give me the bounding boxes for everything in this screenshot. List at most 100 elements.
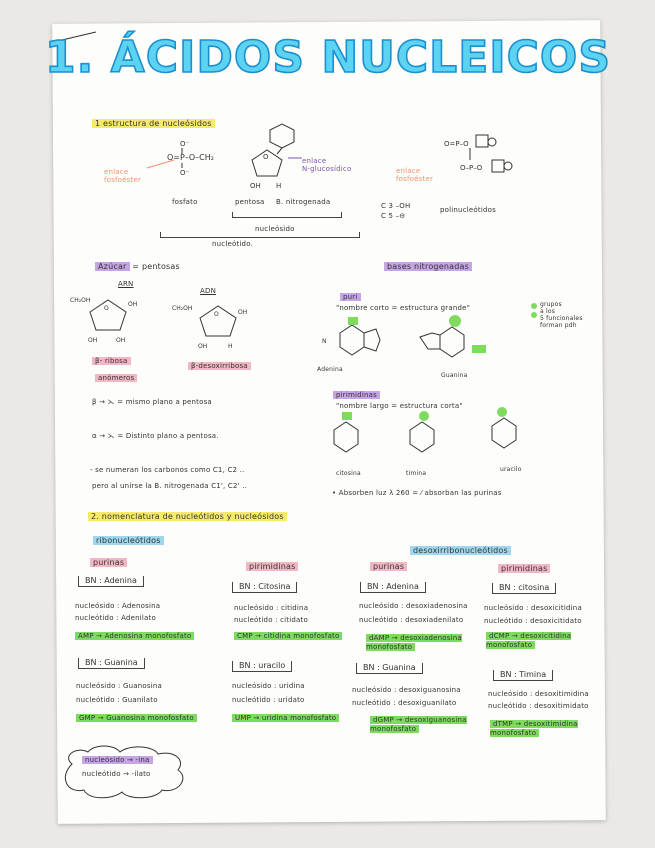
ribonucleotidos-text: ribonucleótidos (93, 536, 164, 545)
nucleosido-label: nucleósido (255, 225, 295, 233)
svg-text:CH₂OH: CH₂OH (70, 297, 90, 304)
desoxirribo-label: desoxirribonucleótidos (410, 546, 511, 555)
uracilo-box: BN : uracilo (232, 661, 293, 672)
fosfato-label: fosfato (172, 198, 198, 206)
desoxirribo-text: desoxirribonucleótidos (410, 546, 511, 555)
citosina-s: nucleósido : citidina (234, 604, 309, 612)
citosina-m-text: CMP → citidina monofosfato (234, 632, 343, 640)
guanina-box: BN : Guanina (78, 658, 145, 669)
section1-heading-text: 1 estructura de nucleósidos (92, 119, 215, 128)
glycosidic-bond-label: enlace N-glucosídico (302, 157, 352, 173)
alfa-anomer-line: α → ⋋ = Distinto plano a pentosa. (92, 432, 219, 440)
bases-heading: bases nitrogenadas (384, 262, 472, 271)
svg-text:O=P–O–CH₂: O=P–O–CH₂ (167, 153, 214, 162)
polinucleotidos-label: polinucleótidos (440, 206, 496, 214)
uracilo-m-text: UMP → uridina monofosfato (232, 714, 340, 722)
guanina-m: GMP → Guanosina monofosfato (76, 714, 197, 722)
ester-bond-label: enlace fosfoéster (104, 168, 142, 184)
numbering-note-1: - se numeran los carbonos como C1, C2 .. (90, 466, 245, 474)
uracilo-t: nucleótido : uridato (232, 696, 305, 704)
svg-text:OH: OH (198, 343, 207, 350)
pirimidinas2-text: pirimidinas (498, 564, 551, 573)
arn-label: ARN (118, 280, 134, 288)
ribonucleotidos-label: ribonucleótidos (93, 536, 164, 545)
section3-heading: 2. nomenclatura de nucleótidos y nucleós… (88, 512, 287, 521)
anomeros-text: anómeros (95, 374, 138, 382)
pirimidinas-quote: "nombre largo = estructura corta" (336, 402, 463, 410)
pencil-mark (61, 31, 97, 41)
adenina-m: AMP → Adenosina monofosfato (75, 632, 195, 640)
dguanina-box: BN : Guanina (356, 663, 423, 674)
absorb-note: • Absorben luz λ 260 = ⁄ absorban las pu… (332, 489, 502, 497)
azucar-row: Azúcar = pentosas (95, 262, 180, 271)
base-label: B. nitrogenada (276, 198, 331, 206)
cloud-outline (64, 745, 184, 799)
pentosas-label: = pentosas (132, 262, 180, 271)
pirimidinas-label: pirimidinas (333, 391, 380, 399)
svg-text:OH: OH (116, 337, 125, 344)
c5-label: C 5 –⊖ (381, 212, 406, 220)
nucleoside-bracket (232, 212, 342, 218)
dcitosina-box: BN : citosina (492, 583, 557, 594)
dadenina-t: nucleótido : desoxiadenilato (359, 616, 464, 624)
green-dots (531, 303, 537, 318)
pyrimidine-structures (333, 407, 517, 453)
adenina-s: nucleósido : Adenosina (75, 602, 161, 610)
section1-heading: 1 estructura de nucleósidos (92, 119, 215, 128)
timina-m: dTMP → desoxitimidina monofosfato (490, 720, 594, 738)
dcitosina-m: dCMP → desoxicitidina monofosfato (486, 632, 590, 650)
purinas2-label: purinas (370, 562, 408, 571)
nucleotido-label: nucleótido. (212, 240, 253, 248)
svg-text:O⁻: O⁻ (180, 140, 190, 148)
svg-text:O=P–O: O=P–O (444, 140, 469, 148)
dcitosina-m-text: dCMP → desoxicitidina monofosfato (486, 632, 572, 649)
pirimidinas1-text: pirimidinas (246, 562, 299, 571)
puri-label: puri (340, 293, 361, 301)
adenina-m-text: AMP → Adenosina monofosfato (75, 632, 195, 640)
adenina-t: nucleótido : Adenilato (75, 614, 156, 622)
svg-text:O⁻: O⁻ (180, 169, 190, 177)
rule-nucleosido: nucleósido → -ina (82, 756, 153, 764)
guanina-m-text: GMP → Guanosina monofosfato (76, 714, 197, 722)
rule-nucleosido-text: nucleósido → -ina (82, 756, 153, 764)
dcitosina-t: nucleótido : desoxicitidato (484, 617, 582, 625)
svg-text:OH: OH (88, 337, 97, 344)
title-text: ÁCIDOS NUCLEICOS (110, 31, 612, 84)
guanina-label: Guanina (441, 372, 468, 379)
citosina-t: nucleótido : citidato (234, 616, 308, 624)
timina-m-text: dTMP → desoxitimidina monofosfato (490, 720, 578, 737)
title-number: 1. (44, 31, 95, 84)
svg-text:O: O (104, 305, 109, 312)
svg-text:OH: OH (238, 309, 247, 316)
svg-text:N: N (322, 338, 327, 345)
svg-text:H: H (228, 343, 233, 350)
svg-text:O–P–O: O–P–O (460, 164, 483, 172)
c3-label: C 3 –OH (381, 202, 411, 210)
dadenina-m-text: dAMP → desoxiadenosina monofosfato (366, 634, 462, 651)
ribosa-text: β- ribosa (92, 357, 131, 365)
adn-label: ADN (200, 287, 217, 295)
dguanina-t: nucleótido : desoxiguanilato (352, 699, 457, 707)
dadenina-s: nucleósido : desoxiadenosina (359, 602, 468, 610)
numbering-note-2: pero al unirse la B. nitrogenada C1', C2… (92, 482, 248, 490)
adenina-label: Adenina (317, 366, 343, 373)
puri-quote: "nombre corto = estructura grande" (336, 304, 471, 312)
uracilo-s: nucleósido : uridina (232, 682, 305, 690)
svg-text:OH: OH (250, 182, 261, 190)
uracilo-m: UMP → uridina monofosfato (232, 714, 340, 722)
section3-heading-text: 2. nomenclatura de nucleótidos y nucleós… (88, 512, 287, 521)
pirimidinas2-label: pirimidinas (498, 564, 551, 573)
nucleoside-structure-diagram: O⁻ O=P–O–CH₂ O⁻ O OH H (146, 123, 302, 190)
azucar-label: Azúcar (95, 262, 130, 271)
guanina-t: nucleótido : Guanilato (76, 696, 158, 704)
purinas1-text: purinas (90, 558, 128, 567)
dadenina-m: dAMP → desoxiadenosina monofosfato (366, 634, 484, 652)
dguanina-m: dGMP → desoxiguanosina monofosfato (370, 716, 480, 734)
timina-s: nucleósido : desoxitimidina (488, 690, 589, 698)
page-title: 1. ÁCIDOS NUCLEICOS (44, 31, 612, 84)
ester-bond-label-2: enlace fosfoéster (396, 167, 434, 183)
uracilo-label: uracilo (500, 466, 522, 473)
purinas2-text: purinas (370, 562, 408, 571)
nucleotide-bracket (160, 232, 360, 238)
pentosa-label: pentosa (235, 198, 265, 206)
